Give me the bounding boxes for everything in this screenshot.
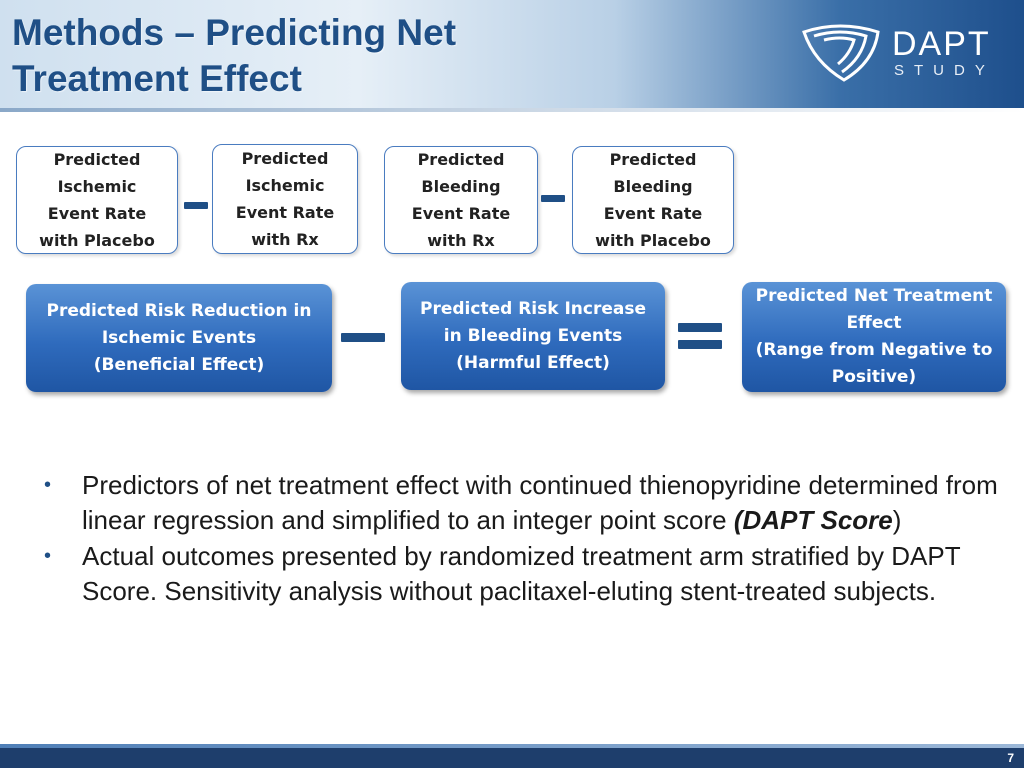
box-line: Event Rate xyxy=(47,204,147,223)
bullet-item: • Predictors of net treatment effect wit… xyxy=(40,468,1000,538)
equals-sign-top-icon xyxy=(678,323,722,332)
bullet-dot-icon: • xyxy=(44,474,52,496)
box-risk-increase: Predicted Risk Increase in Bleeding Even… xyxy=(401,282,665,390)
bullet-open-paren: ( xyxy=(733,505,743,535)
bullet-close-paren: ) xyxy=(892,505,902,535)
box-line: Positive) xyxy=(831,367,917,387)
header-divider xyxy=(0,108,1024,112)
box-line: with Rx xyxy=(251,230,319,249)
box-line: Event Rate xyxy=(411,204,511,223)
box-line: Bleeding xyxy=(421,177,501,196)
minus-sign-icon xyxy=(341,333,385,342)
dapt-score-emphasis: DAPT Score xyxy=(742,505,893,535)
box-line: Bleeding xyxy=(613,177,693,196)
box-line: Predicted Net Treatment xyxy=(755,286,993,306)
dapt-study-logo: DAPT STUDY xyxy=(800,22,1010,82)
box-ischemic-rx: Predicted Ischemic Event Rate with Rx xyxy=(212,144,358,254)
box-line: Predicted Risk Increase xyxy=(420,298,646,319)
box-line: (Range from Negative to xyxy=(755,340,993,360)
box-line: Event Rate xyxy=(235,203,335,222)
box-line: (Harmful Effect) xyxy=(456,352,610,373)
bullet-list: • Predictors of net treatment effect wit… xyxy=(40,468,1000,610)
box-net-treatment-effect: Predicted Net Treatment Effect (Range fr… xyxy=(742,282,1006,392)
box-line: Predicted xyxy=(417,150,505,169)
box-line: Predicted xyxy=(53,150,141,169)
box-line: Predicted xyxy=(609,150,697,169)
header-bar xyxy=(0,0,1024,110)
minus-sign-icon xyxy=(541,195,565,202)
bullet-text: Actual outcomes presented by randomized … xyxy=(82,541,961,606)
logo-subtitle: STUDY xyxy=(894,62,995,79)
box-line: (Beneficial Effect) xyxy=(93,354,265,375)
box-line: with Placebo xyxy=(39,231,155,250)
page-number: 7 xyxy=(1007,751,1014,765)
box-line: with Rx xyxy=(427,231,495,250)
minus-sign-icon xyxy=(184,202,208,209)
box-line: Effect xyxy=(846,313,902,333)
logo-wordmark: DAPT xyxy=(892,25,991,63)
page-title: Methods – Predicting Net Treatment Effec… xyxy=(12,10,456,102)
shield-logo-icon xyxy=(802,24,880,82)
box-line: Ischemic Events xyxy=(101,327,257,348)
box-risk-reduction: Predicted Risk Reduction in Ischemic Eve… xyxy=(26,284,332,392)
box-line: in Bleeding Events xyxy=(443,325,623,346)
box-line: Event Rate xyxy=(603,204,703,223)
footer-divider xyxy=(0,744,1024,748)
box-ischemic-placebo: Predicted Ischemic Event Rate with Place… xyxy=(16,146,178,254)
box-line: Predicted Risk Reduction in xyxy=(46,300,312,321)
bullet-text: Predictors of net treatment effect with … xyxy=(82,470,998,535)
title-line-2: Treatment Effect xyxy=(12,58,302,99)
box-bleeding-placebo: Predicted Bleeding Event Rate with Place… xyxy=(572,146,734,254)
box-line: Predicted xyxy=(241,149,329,168)
box-bleeding-rx: Predicted Bleeding Event Rate with Rx xyxy=(384,146,538,254)
box-line: with Placebo xyxy=(595,231,711,250)
box-line: Ischemic xyxy=(57,177,137,196)
bullet-dot-icon: • xyxy=(44,545,52,567)
bullet-item: • Actual outcomes presented by randomize… xyxy=(40,539,1000,609)
equals-sign-bottom-icon xyxy=(678,340,722,349)
footer-bar xyxy=(0,748,1024,768)
box-line: Ischemic xyxy=(245,176,325,195)
title-line-1: Methods – Predicting Net xyxy=(12,12,457,53)
